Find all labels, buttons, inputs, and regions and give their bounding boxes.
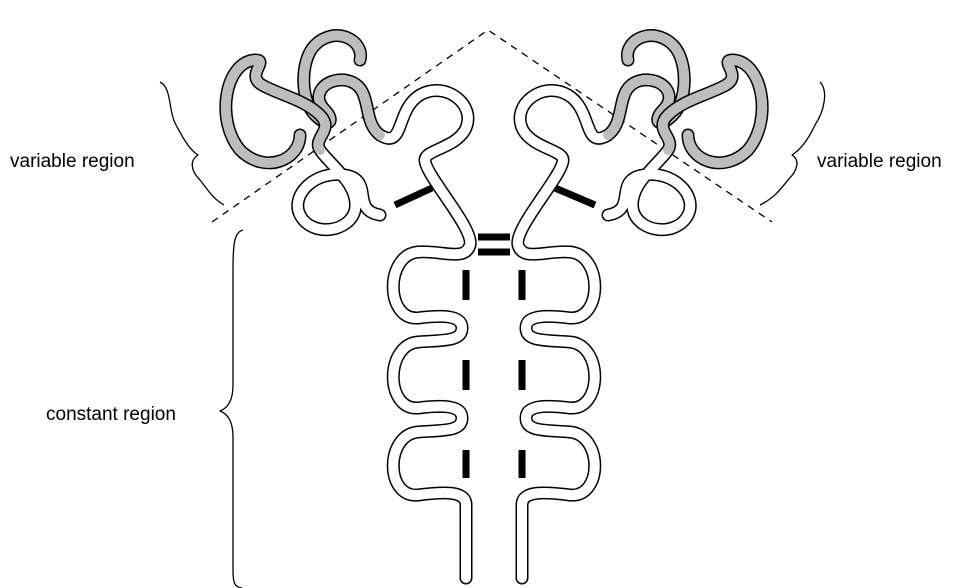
heavy-light-bond-right <box>555 188 595 205</box>
constant-region-label: constant region <box>46 404 176 425</box>
intrachain-bonds <box>466 270 522 478</box>
left-variable-brace <box>160 82 224 205</box>
disulfide-bonds <box>395 188 595 252</box>
right-variable-region-label: variable region <box>817 151 942 172</box>
right-variable-brace <box>760 82 825 205</box>
left-variable-region-label: variable region <box>10 151 135 172</box>
heavy-light-bond-left <box>395 188 432 205</box>
constant-brace <box>220 230 243 588</box>
